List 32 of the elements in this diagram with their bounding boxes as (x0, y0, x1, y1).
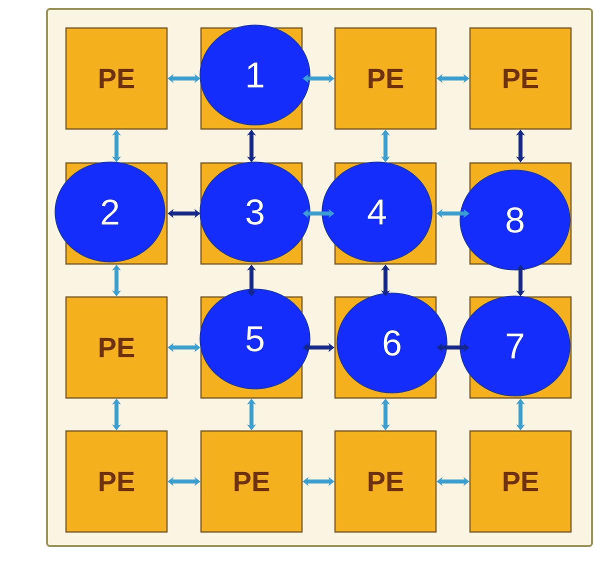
double-arrow (516, 130, 526, 162)
pe-box: PE (200, 430, 303, 533)
double-arrow (436, 74, 470, 84)
double-arrow (380, 398, 390, 430)
double-arrow (436, 208, 470, 218)
double-arrow (436, 342, 470, 352)
pe-box: PE (65, 296, 168, 399)
double-arrow (380, 130, 390, 162)
double-arrow (516, 398, 526, 430)
double-arrow (246, 264, 256, 296)
double-arrow (168, 208, 200, 218)
pe-box: PE (65, 27, 168, 130)
pe-box: PE (334, 430, 437, 533)
double-arrow (302, 208, 334, 218)
double-arrow (168, 74, 200, 84)
double-arrow (246, 130, 256, 162)
double-arrow (302, 342, 334, 352)
double-arrow (246, 398, 256, 430)
double-arrow (302, 74, 334, 84)
double-arrow (112, 130, 122, 162)
double-arrow (302, 476, 334, 486)
pe-box: PE (469, 27, 572, 130)
double-arrow (436, 476, 470, 486)
double-arrow (168, 476, 200, 486)
double-arrow (112, 398, 122, 430)
double-arrow (168, 342, 200, 352)
double-arrow (380, 264, 390, 296)
double-arrow (516, 264, 526, 296)
pe-box: PE (469, 430, 572, 533)
pe-box: PE (334, 27, 437, 130)
double-arrow (112, 264, 122, 296)
pe-box: PE (65, 430, 168, 533)
